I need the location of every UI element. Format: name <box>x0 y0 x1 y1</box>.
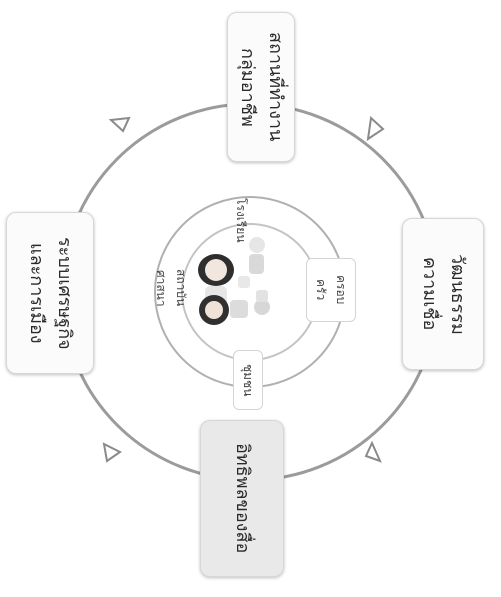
workplace-label: สถานที่ทำงาน กลุ่มอาชีพ <box>233 32 289 141</box>
family-label: ครอบ ครัว <box>311 275 351 304</box>
culture-belief-label: วัฒนธรรม ความเชื่อ <box>415 254 471 335</box>
inner-community: ชุมชน <box>233 350 263 410</box>
arrowhead-bottom-left <box>104 444 120 461</box>
arrowhead-bottom-right <box>366 443 380 461</box>
box-culture-belief: วัฒนธรรม ความเชื่อ <box>402 218 484 370</box>
inner-religion: สถาบัน ศาสนา <box>147 252 195 324</box>
box-economy-politics: ระบบเศรษฐกิจ และการเมือง <box>6 212 94 374</box>
box-workplace: สถานที่ทำงาน กลุ่มอาชีพ <box>227 12 295 162</box>
box-media-influence: อิทธิพลของสื่อ <box>200 420 284 577</box>
arrowhead-top-left <box>111 118 129 131</box>
inner-school: โรงเรียน <box>226 196 256 244</box>
economy-politics-label: ระบบเศรษฐกิจ และการเมือง <box>22 237 78 350</box>
school-label: โรงเรียน <box>231 198 251 243</box>
media-influence-label: อิทธิพลของสื่อ <box>228 443 256 553</box>
family-illustration <box>198 237 270 325</box>
arrowhead-top-right <box>368 118 383 139</box>
inner-family: ครอบ ครัว <box>306 258 356 322</box>
community-label: ชุมชน <box>238 364 258 396</box>
religion-label: สถาบัน ศาสนา <box>151 269 191 306</box>
